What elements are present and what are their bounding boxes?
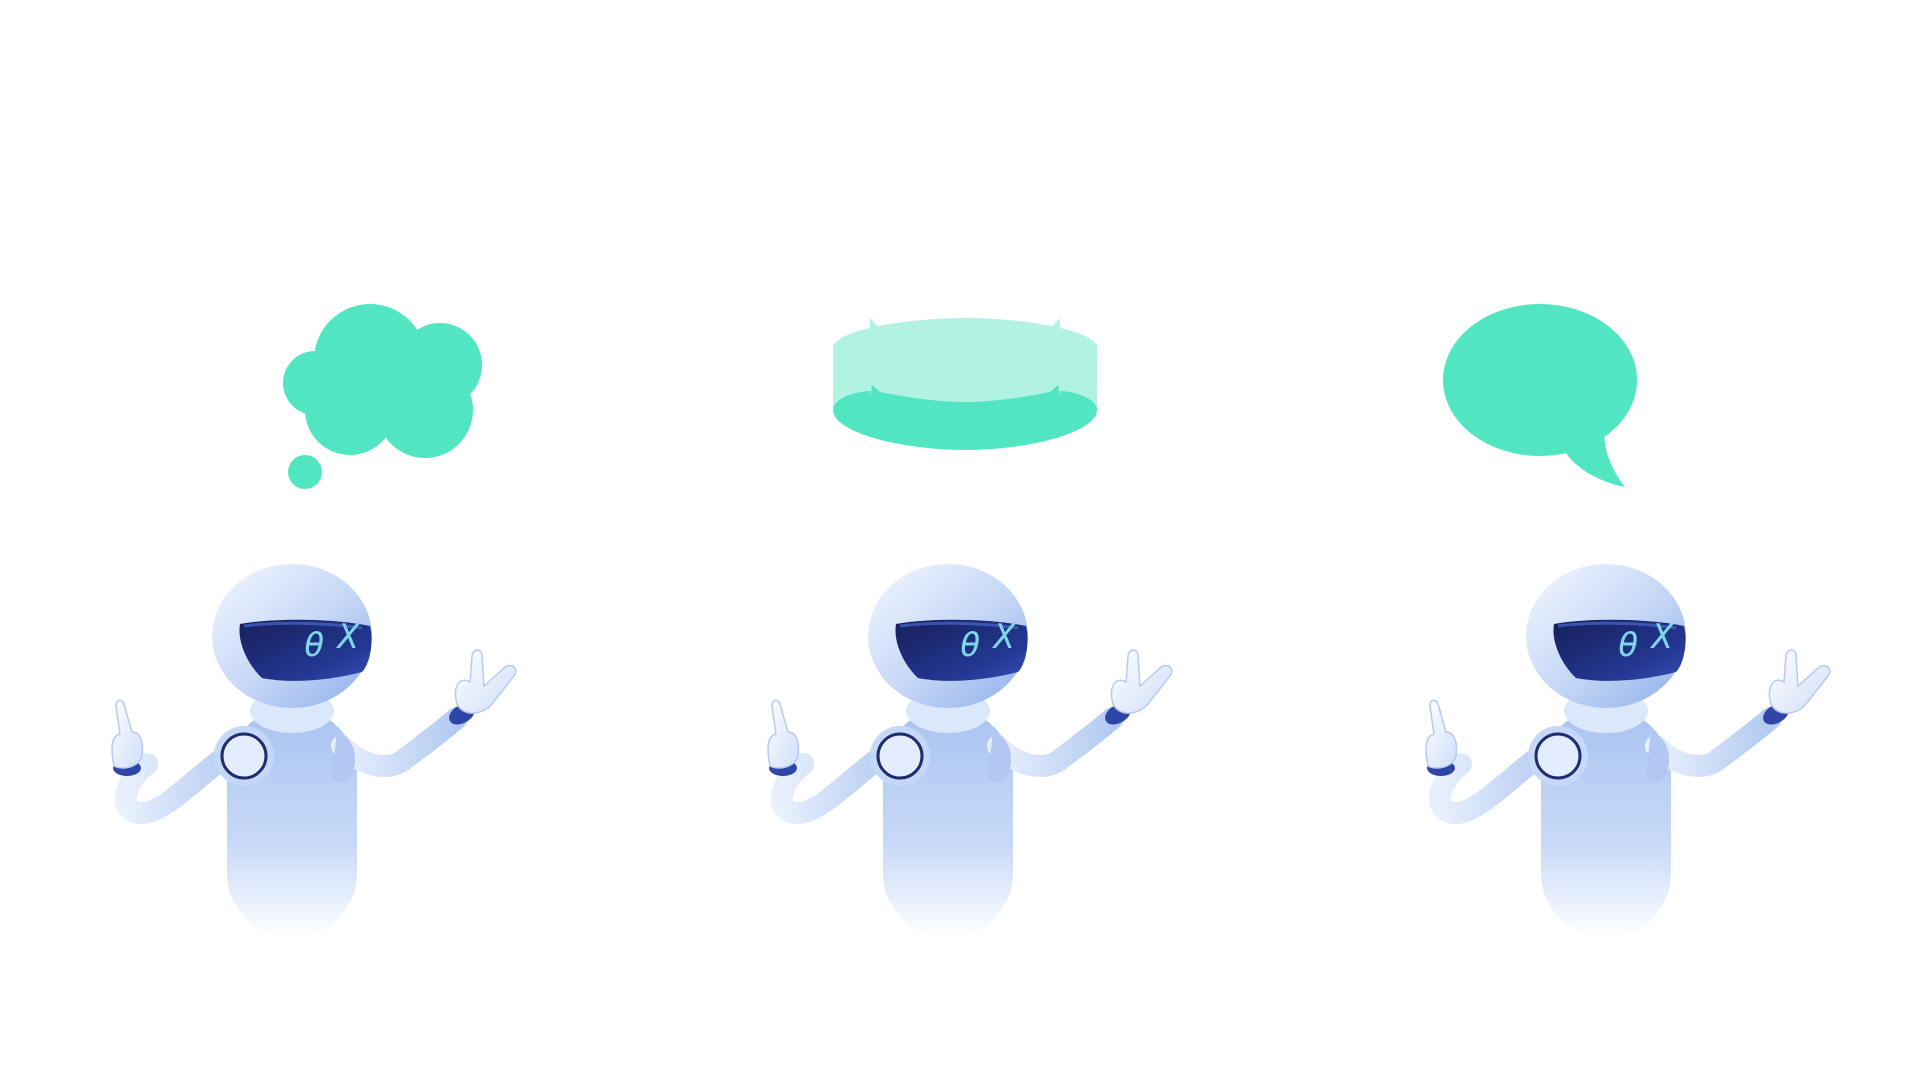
visor-glyph-x: X <box>991 617 1017 657</box>
panel-exchange: θ X <box>768 318 1172 938</box>
visor-glyph-theta: θ <box>1618 625 1638 665</box>
robot-figure: θ X <box>1426 564 1830 938</box>
visor-glyph-x: X <box>335 617 361 657</box>
robot-figure: θ X <box>768 564 1172 938</box>
thought-cloud-icon <box>283 304 482 489</box>
panel-speech: θ X <box>1426 304 1830 938</box>
panel-thought: θ X <box>112 304 516 938</box>
visor-glyph-theta: θ <box>960 625 980 665</box>
exchange-ring-icon <box>833 318 1097 450</box>
robot-figure: θ X <box>112 564 516 938</box>
speech-bubble-icon <box>1443 304 1637 487</box>
visor-glyph-theta: θ <box>304 625 324 665</box>
visor-glyph-x: X <box>1649 617 1675 657</box>
